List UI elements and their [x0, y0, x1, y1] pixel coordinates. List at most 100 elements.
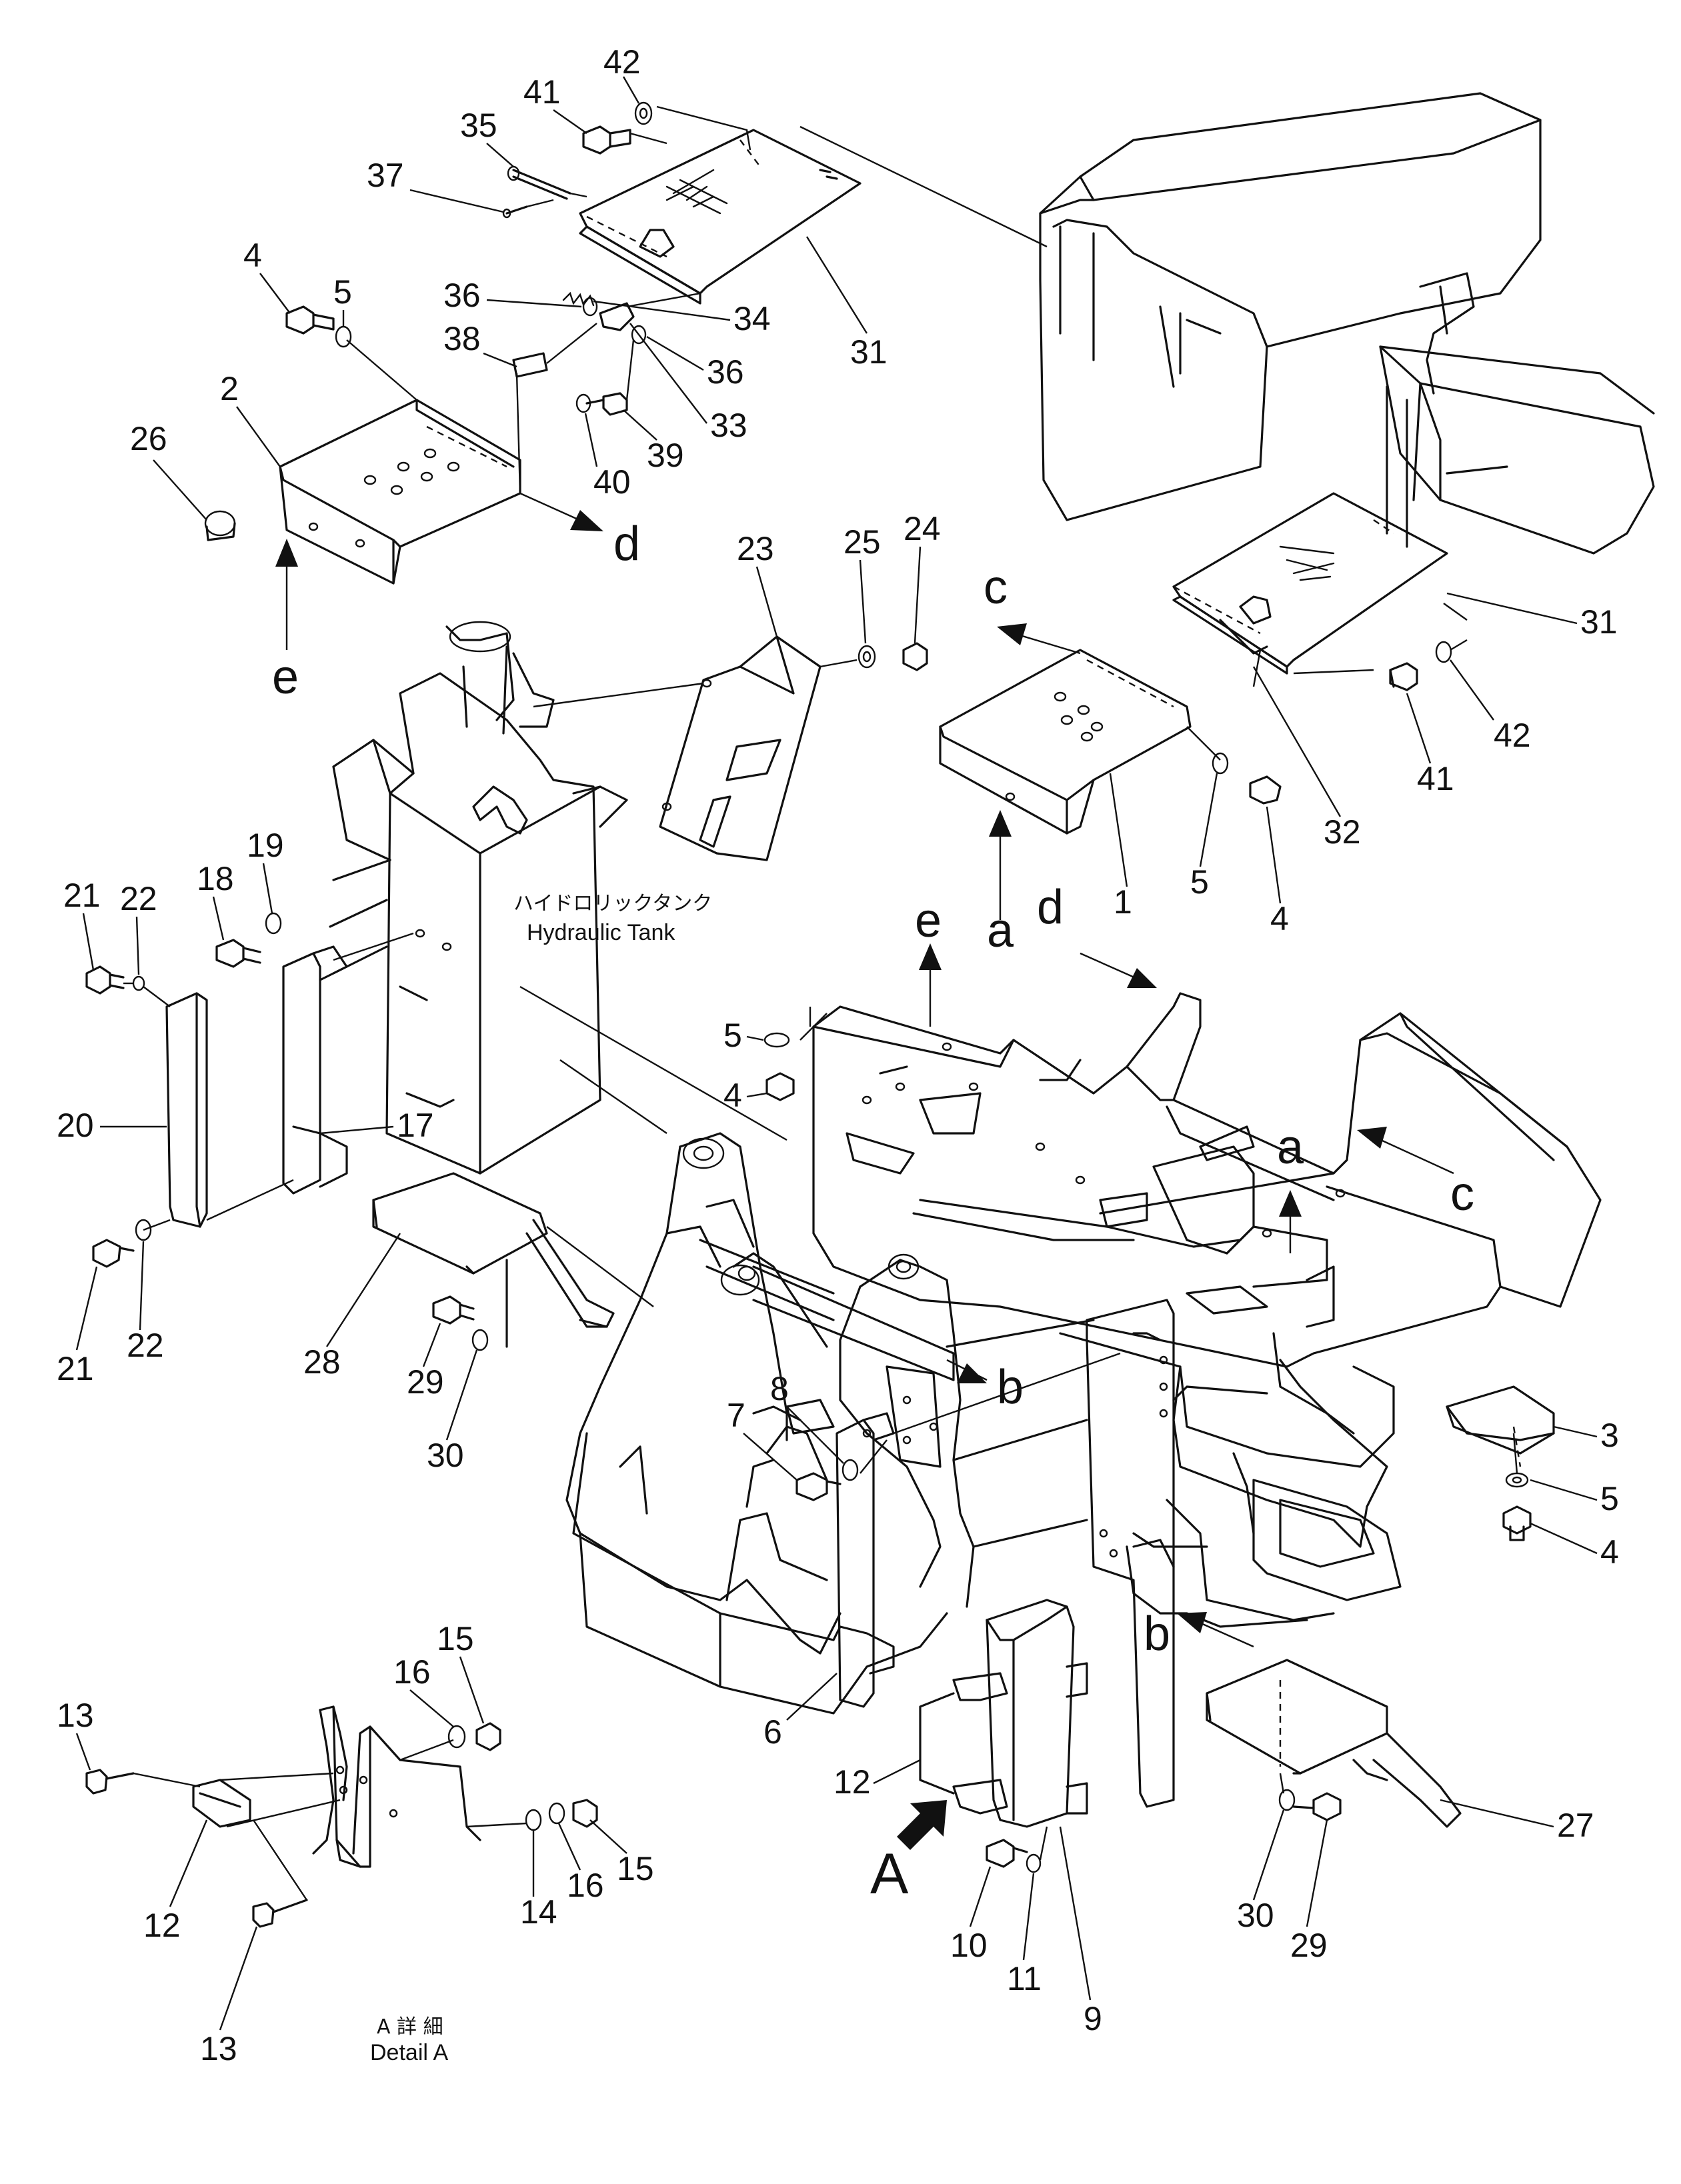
cover-2 [279, 399, 521, 585]
view-arrows: d e c a e d a c b b [272, 492, 1474, 1906]
callout-5-mid: 5 [1190, 863, 1209, 901]
callout-29-right: 29 [1290, 1927, 1328, 1964]
bracket-6 [795, 1412, 895, 1708]
callout-10: 10 [950, 1927, 988, 1964]
view-letter-A: A [870, 1842, 909, 1906]
callout-16-top: 16 [393, 1653, 431, 1691]
callout-41-top: 41 [523, 73, 561, 111]
cab-engine-hood [1039, 92, 1655, 555]
callout-22-bottom: 22 [127, 1327, 164, 1364]
callout-25: 25 [844, 523, 881, 561]
callout-5-top: 5 [333, 273, 352, 311]
view-arrow-a-big [897, 1800, 947, 1850]
callout-30-right: 30 [1237, 1897, 1274, 1934]
callout-15-top: 15 [437, 1620, 474, 1657]
bracket-20 [165, 992, 208, 1228]
cover-28 [372, 1172, 615, 1351]
callout-37: 37 [367, 157, 404, 194]
hardware-left [85, 912, 282, 1268]
callout-3: 3 [1600, 1417, 1619, 1454]
cover-3 [1446, 1385, 1555, 1541]
callout-36-lower: 36 [707, 353, 744, 391]
callout-42-top: 42 [603, 43, 641, 81]
view-letter-a-upper: a [987, 904, 1014, 957]
callout-31-right: 31 [1580, 603, 1618, 641]
callout-8: 8 [770, 1370, 789, 1407]
callout-21-top: 21 [63, 877, 101, 914]
main-frame [565, 992, 1602, 1808]
cover-9 [919, 1599, 1088, 1873]
callout-22-top: 22 [120, 880, 157, 917]
washer-5-frame [763, 1032, 790, 1048]
callout-38: 38 [443, 320, 481, 357]
callout-32: 32 [1324, 813, 1361, 851]
callout-4-mid: 4 [1270, 900, 1289, 937]
cover-31-right [1172, 492, 1448, 675]
view-letter-c-upper: c [984, 561, 1008, 614]
callout-4-right: 4 [1600, 1533, 1619, 1571]
callout-labels: 42 41 35 37 31 36 34 38 36 4 5 2 33 39 4… [57, 43, 1619, 2067]
callout-11: 11 [1007, 1960, 1042, 1997]
callout-4-top: 4 [243, 237, 262, 274]
callout-12-main: 12 [833, 1763, 871, 1801]
callout-21-bottom: 21 [57, 1350, 94, 1387]
callout-9: 9 [1084, 2000, 1102, 2037]
callout-5-frame: 5 [723, 1017, 742, 1054]
callout-26: 26 [130, 420, 167, 457]
assembly-lines [123, 105, 1518, 1901]
hydraulic-tank [329, 621, 628, 1175]
detail-a-label-en: Detail A [370, 2040, 448, 2065]
bracket-17 [282, 945, 348, 1195]
callout-20: 20 [57, 1107, 94, 1144]
callout-28: 28 [303, 1343, 341, 1381]
cover-27 [1206, 1659, 1462, 1828]
callout-39: 39 [647, 437, 684, 474]
callout-12-detail: 12 [143, 1907, 181, 1944]
callout-36-upper: 36 [443, 277, 481, 314]
view-letter-e-upper: e [272, 651, 299, 704]
callout-13-top: 13 [57, 1697, 94, 1734]
callout-41-right: 41 [1417, 760, 1454, 797]
callout-24: 24 [904, 510, 941, 547]
callout-40: 40 [593, 463, 631, 501]
detail-a-label-jp: A 詳 細 [377, 2015, 443, 2039]
callout-29-left: 29 [407, 1363, 444, 1401]
view-letter-a-lower: a [1277, 1121, 1304, 1174]
hydraulic-tank-label-en: Hydraulic Tank [527, 920, 675, 945]
cover-1 [939, 649, 1192, 835]
callout-5-right: 5 [1600, 1480, 1619, 1517]
callout-7: 7 [727, 1397, 745, 1434]
callout-42-right: 42 [1494, 717, 1531, 754]
view-letter-b-upper: b [997, 1361, 1024, 1414]
callout-16-bottom: 16 [567, 1867, 604, 1904]
hardware-top [204, 101, 1452, 805]
hydraulic-tank-label-jp: ハイドロリックタンク [513, 892, 712, 915]
text-notes: ハイドロリックタンク Hydraulic Tank A 詳 細 Detail A [370, 892, 712, 2065]
callout-30-left: 30 [427, 1437, 464, 1474]
view-letter-c-lower: c [1450, 1167, 1474, 1221]
callout-4-frame: 4 [723, 1077, 742, 1114]
callout-18: 18 [197, 860, 234, 897]
callout-19: 19 [247, 827, 284, 864]
callout-6: 6 [763, 1713, 782, 1751]
callout-14: 14 [520, 1893, 557, 1931]
callout-1: 1 [1114, 883, 1132, 921]
view-letter-b-lower: b [1144, 1607, 1170, 1661]
callout-17: 17 [397, 1107, 434, 1144]
cover-23 [659, 635, 821, 861]
callout-15-bottom: 15 [617, 1850, 654, 1887]
view-letter-e-lower: e [915, 894, 942, 947]
callout-34: 34 [733, 300, 771, 337]
callout-23: 23 [737, 530, 774, 567]
callout-33: 33 [710, 407, 747, 444]
cover-31-top [579, 129, 862, 305]
callout-2: 2 [220, 370, 239, 407]
callout-31-top: 31 [850, 333, 888, 371]
detail-a [85, 1705, 598, 1928]
callout-27: 27 [1557, 1807, 1594, 1844]
view-letter-d-upper: d [613, 517, 640, 571]
bolt-4-frame [765, 1072, 795, 1101]
view-letter-d-lower: d [1037, 881, 1064, 934]
callout-35: 35 [460, 107, 497, 144]
